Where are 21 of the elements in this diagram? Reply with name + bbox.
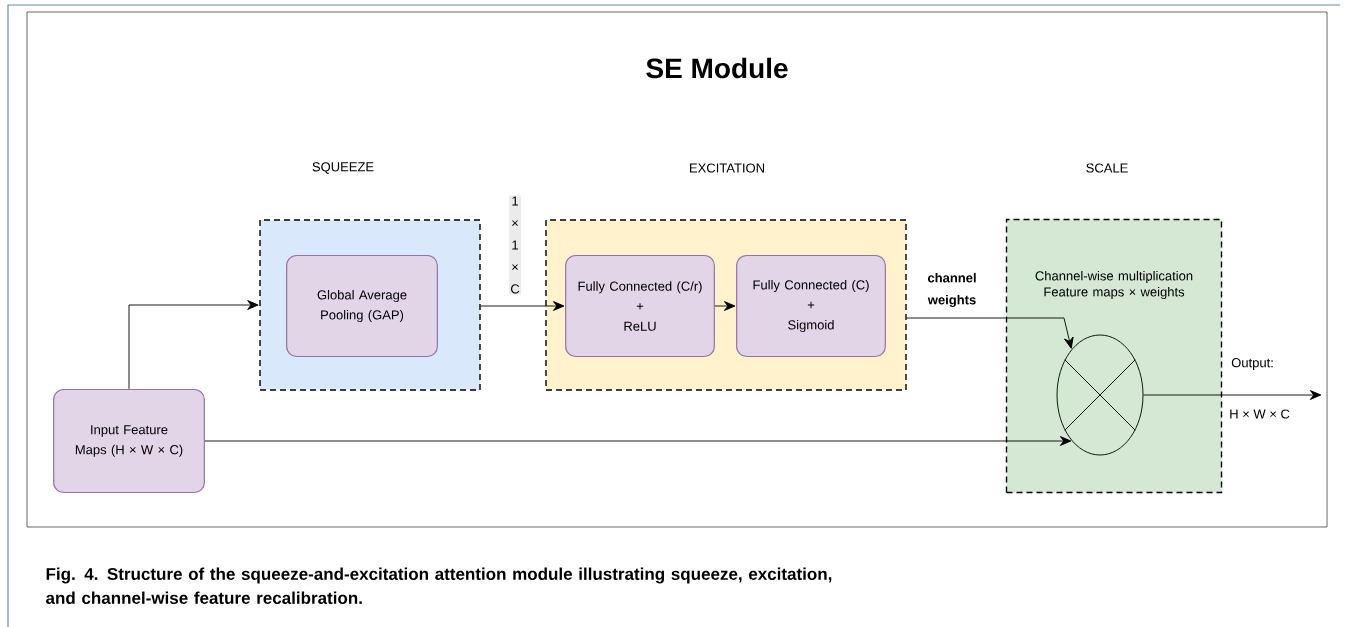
edge-label: 1 × 1 × C [510, 196, 520, 294]
process-box: Input Feature Maps (H × W × C) [53, 388, 205, 494]
stage-heading: SCALE [1086, 163, 1128, 173]
edge-label: Output: [1231, 358, 1273, 370]
arrow [128, 300, 259, 390]
process-box: Fully Connected (C) + Sigmoid [736, 254, 886, 358]
arrow [906, 317, 1074, 349]
edge-label: channel weights [927, 272, 976, 308]
arrow [714, 301, 736, 311]
arrow [1143, 390, 1322, 400]
stage-heading: EXCITATION [690, 163, 764, 173]
multiply-symbol [1056, 334, 1144, 456]
process-box: Fully Connected (C/r) + ReLU [565, 254, 715, 358]
process-box: Global Average Pooling (GAP) [286, 254, 438, 358]
figure-caption: Fig. 4. Structure of the squeeze-and-excitation attention module illustrating squeeze, excitation, and channel-wise feature recalibration. [46, 567, 832, 605]
panel-text: Channel-wise multiplication Feature maps × weights [1035, 270, 1193, 300]
arrow [480, 301, 565, 311]
stage-heading: SQUEEZE [312, 162, 374, 174]
diagram-title: SE Module [646, 57, 788, 79]
dimension-label: H × W × C [1230, 409, 1290, 419]
arrow [204, 436, 1072, 446]
